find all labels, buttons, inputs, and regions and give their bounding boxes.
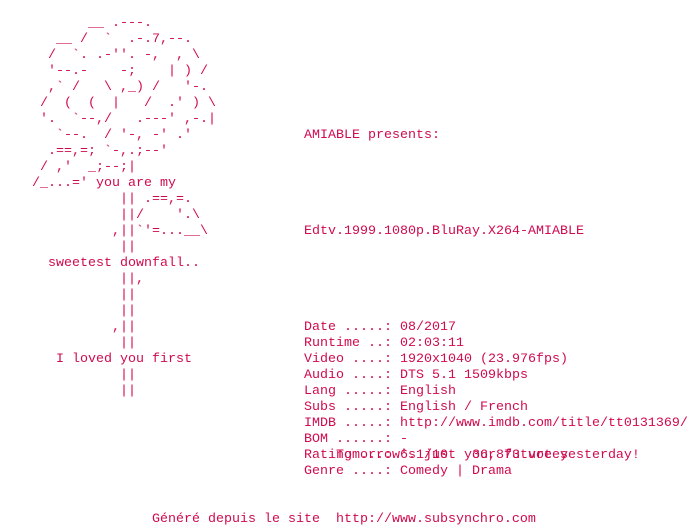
ascii-art: __ .---. __ / ` .-.7,--. / `. .-''. -, ,… — [32, 16, 216, 400]
art-line: || — [32, 368, 136, 383]
art-line: ||, — [32, 272, 144, 287]
info-value: 02:03:11 — [399, 336, 464, 351]
art-line: sweetest downfall.. — [32, 256, 200, 271]
info-value: - — [399, 432, 408, 447]
art-line: || .==,=. — [32, 192, 192, 207]
footer-text: Généré depuis le site — [152, 512, 336, 527]
info-row: Audio ....: DTS 5.1 1509kbps — [304, 368, 688, 384]
release-info: AMIABLE presents: Edtv.1999.1080p.BluRay… — [304, 96, 688, 496]
info-label: Video ....: — [304, 352, 400, 367]
art-line: `--. / '-, -' .' — [32, 128, 192, 143]
art-line: / `. .-''. -, , \ — [32, 48, 200, 63]
art-line: || — [32, 384, 136, 399]
info-label: Audio ....: — [304, 368, 400, 383]
info-label: Runtime ..: — [304, 336, 400, 351]
info-row: Runtime ..: 02:03:11 — [304, 336, 688, 352]
tagline: Tomorrow's just your future yesterday! — [336, 448, 640, 463]
imdb-link[interactable]: http://www.imdb.com/title/tt0131369/ — [399, 416, 688, 431]
art-line: __ / ` .-.7,--. — [32, 32, 192, 47]
art-line: .==,=; `-,.;--' — [32, 144, 168, 159]
release-name: Edtv.1999.1080p.BluRay.X264-AMIABLE — [304, 224, 584, 239]
art-line: || — [32, 240, 136, 255]
info-value: English / French — [399, 400, 528, 415]
info-value: 6.1/10 36,873 votes — [399, 448, 568, 463]
art-line: '. `--,/ .---' ,-.| — [32, 112, 216, 127]
info-value: English — [399, 384, 456, 399]
art-line: '--.- -; | ) / — [32, 64, 208, 79]
footer: Généré depuis le site http://www.subsync… — [152, 512, 536, 528]
info-value: Comedy | Drama — [399, 464, 512, 479]
art-line: ||/ '.\ — [32, 208, 200, 223]
info-row: Lang .....: English — [304, 384, 688, 400]
art-line: I loved you first — [32, 352, 192, 367]
info-label: Lang .....: — [304, 384, 400, 399]
presents-line: AMIABLE presents: — [304, 128, 440, 143]
info-value: DTS 5.1 1509kbps — [399, 368, 528, 383]
art-line: /_...=' you are my — [32, 176, 176, 191]
art-line: __ .---. — [32, 16, 152, 31]
art-line: / ,' _;--;| — [32, 160, 136, 175]
info-row: IMDB .....: http://www.imdb.com/title/tt… — [304, 416, 688, 432]
info-row: Date .....: 08/2017 — [304, 320, 688, 336]
info-label: Rating ...: — [304, 448, 400, 463]
info-value: 1920x1040 (23.976fps) — [399, 352, 568, 367]
art-line: || — [32, 304, 136, 319]
art-line: ,||`'=...__\ — [32, 224, 208, 239]
info-row: Genre ....: Comedy | Drama — [304, 464, 688, 480]
art-line: / ( ( | / .' ) \ — [32, 96, 216, 111]
art-line: ,|| — [32, 320, 136, 335]
info-label: BOM ......: — [304, 432, 400, 447]
info-label: Subs .....: — [304, 400, 400, 415]
info-row: BOM ......: - — [304, 432, 688, 448]
art-line: || — [32, 336, 136, 351]
art-line: ,` / \ ,_) / '-. — [32, 80, 208, 95]
info-label: Genre ....: — [304, 464, 400, 479]
info-value: 08/2017 — [399, 320, 456, 335]
info-row: Rating ...: 6.1/10 36,873 votes — [304, 448, 688, 464]
info-row: Subs .....: English / French — [304, 400, 688, 416]
subsynchro-link[interactable]: http://www.subsynchro.com — [335, 512, 536, 527]
info-row: Video ....: 1920x1040 (23.976fps) — [304, 352, 688, 368]
info-label: IMDB .....: — [304, 416, 400, 431]
info-label: Date .....: — [304, 320, 400, 335]
art-line: || — [32, 288, 136, 303]
